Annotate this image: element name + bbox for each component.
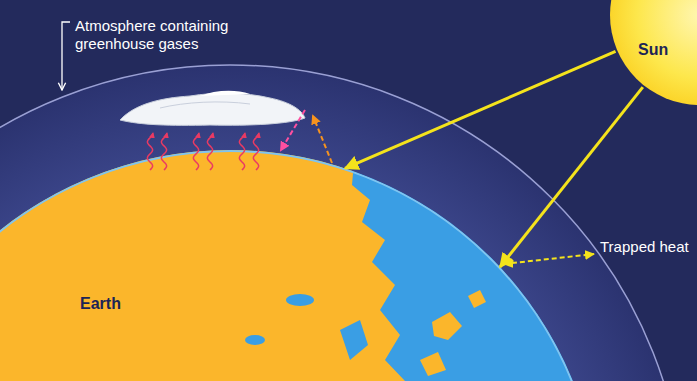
heat-wave [207, 133, 213, 170]
earth-label: Earth [80, 295, 121, 313]
trapped-heat-arrow [504, 254, 594, 264]
earth-shape [0, 150, 600, 381]
earth-node: Earth [0, 150, 600, 381]
reflected-heat-arrow [313, 116, 332, 163]
atmosphere [0, 65, 685, 381]
heat-wave [253, 133, 259, 170]
re-emitted-heat-arrow [281, 110, 305, 150]
infrared-radiation [147, 133, 259, 170]
leader-line [62, 22, 70, 90]
sun-label: Sun [638, 41, 668, 59]
heat-wave [239, 133, 245, 170]
trapped-heat-label: Trapped heat [600, 238, 694, 256]
cloud [120, 91, 305, 126]
atmosphere-label: Atmosphere containing greenhouse gases [75, 17, 265, 53]
heat-wave [161, 133, 167, 170]
sunlight-ray [345, 51, 616, 168]
sun-node: Sun [610, 0, 697, 105]
heat-wave [147, 133, 153, 170]
heat-wave [193, 133, 199, 170]
